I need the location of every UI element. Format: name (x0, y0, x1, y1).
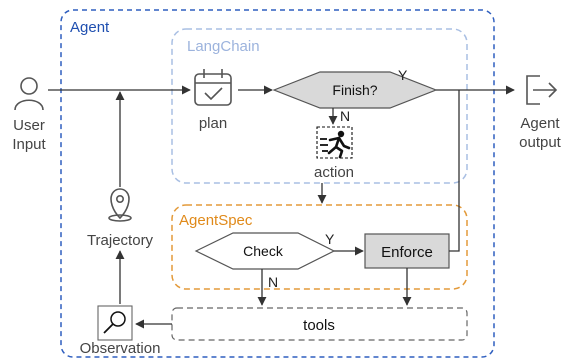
agentspec-container (171, 204, 468, 290)
langchain-title: LangChain (187, 38, 260, 55)
observation-label: Observation (80, 340, 161, 357)
agent-title: Agent (70, 19, 110, 36)
finish-yes-label: Y (398, 67, 408, 83)
enforce-label: Enforce (381, 244, 433, 261)
calendar-check-icon (194, 69, 232, 106)
finish-no-label: N (340, 108, 350, 124)
langchain-container (171, 28, 468, 184)
action-label: action (314, 164, 354, 181)
check-yes-label: Y (325, 231, 335, 247)
check-label: Check (243, 243, 284, 259)
check-no-label: N (268, 274, 278, 290)
exit-arrow-icon (526, 75, 558, 105)
running-person-icon (316, 126, 353, 159)
user-input-label-line1: User (13, 117, 45, 134)
agent-output-label-line1: Agent (520, 115, 560, 132)
trajectory-label: Trajectory (87, 232, 154, 249)
plan-label: plan (199, 115, 227, 132)
magnifier-icon (97, 305, 133, 341)
edge-enforce-to-output (449, 90, 460, 252)
agentspec-title: AgentSpec (179, 212, 253, 229)
agent-output-label-line2: output (519, 134, 562, 151)
map-pin-icon (108, 188, 132, 222)
tools-label: tools (303, 317, 335, 334)
user-icon (14, 77, 44, 111)
agent-container (60, 9, 495, 358)
finish-label: Finish? (332, 82, 377, 98)
user-input-label-line2: Input (12, 136, 46, 153)
